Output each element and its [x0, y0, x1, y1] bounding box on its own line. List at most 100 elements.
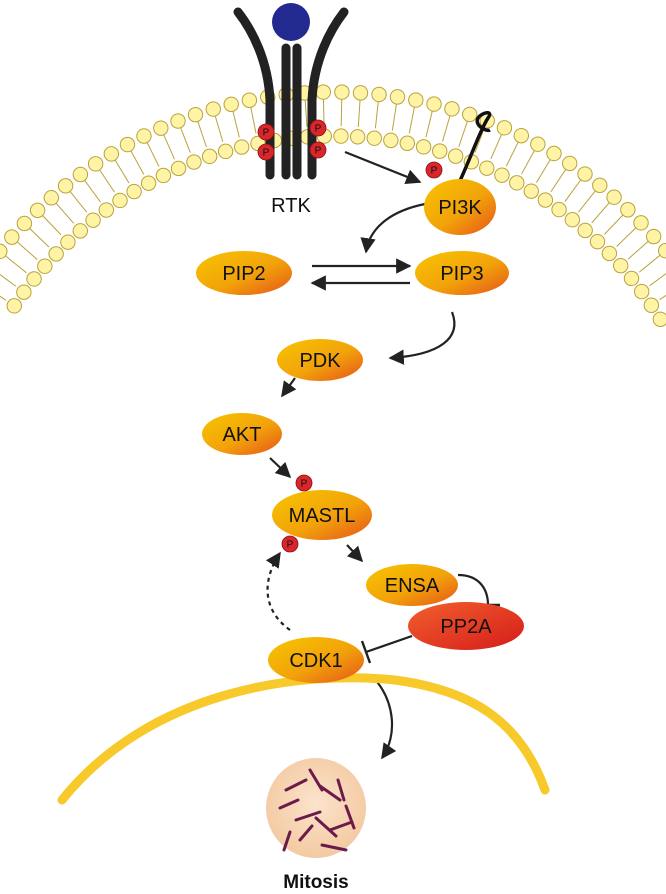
- lipid-tail: [0, 273, 5, 279]
- rtk-label: RTK: [271, 195, 311, 217]
- pp2a-node: PP2A: [408, 602, 524, 650]
- lipid-tail: [527, 149, 536, 163]
- lipid-tail: [54, 201, 65, 214]
- lipid-tail: [458, 133, 464, 147]
- lipid-head: [205, 101, 221, 117]
- lipid-head: [333, 128, 349, 144]
- lipid-head: [352, 85, 369, 101]
- lipid-head: [217, 143, 234, 160]
- lipid-head: [444, 101, 460, 117]
- pdk-shape: [277, 339, 363, 381]
- phospho-label: P: [287, 540, 294, 551]
- lipid-head: [623, 270, 640, 287]
- lipid-tail: [218, 128, 224, 142]
- lipid-head: [103, 146, 120, 162]
- lipid-tail: [425, 123, 430, 138]
- arrow-cdk1-mitosis: [371, 675, 397, 760]
- lipid-tail: [613, 213, 625, 225]
- lipid-head: [643, 297, 660, 313]
- lipid-tail: [591, 211, 602, 224]
- mastl-label: MASTL: [289, 505, 356, 527]
- lipid-tail: [179, 126, 186, 140]
- lipid-tail: [146, 141, 154, 155]
- lipid-tail: [64, 212, 75, 224]
- lipid-head: [37, 258, 53, 274]
- lipid-tail: [41, 214, 52, 226]
- chromosome: [294, 810, 322, 822]
- arrow-pip3-pdk: [388, 311, 456, 365]
- lipid-tail: [578, 200, 588, 213]
- lipid-tail: [521, 161, 529, 175]
- cell-membrane: [0, 84, 666, 327]
- phospho-group: P: [309, 119, 327, 137]
- lipid-tail: [408, 119, 413, 134]
- lipid-head: [29, 202, 46, 219]
- lipid-head: [155, 167, 172, 184]
- lipid-head: [546, 145, 562, 162]
- lipid-tail: [250, 106, 254, 120]
- lipid-tail: [114, 158, 123, 172]
- lipid-head: [494, 167, 510, 183]
- lipid-tail: [428, 109, 434, 124]
- lipid-tail: [445, 114, 451, 129]
- lipid-head: [170, 160, 187, 177]
- lipid-tail: [442, 127, 447, 142]
- lipid-tail: [659, 294, 666, 301]
- lipid-head: [136, 128, 152, 144]
- chromosome: [336, 778, 346, 802]
- chromosome: [308, 768, 324, 792]
- lipid-head: [366, 130, 382, 146]
- rtk-receptor: [233, 3, 349, 180]
- lipid-tail: [15, 240, 28, 251]
- lipid-tail: [98, 168, 108, 181]
- lipid-head: [187, 106, 204, 123]
- lipid-tail: [26, 249, 38, 260]
- lipid-head: [87, 156, 104, 172]
- lipid-head: [153, 120, 169, 136]
- lipid-tail: [649, 276, 662, 287]
- lipid-tail: [51, 224, 62, 236]
- lipid-head: [315, 84, 331, 100]
- pip3-label: PIP3: [440, 263, 483, 285]
- mastl-shape: [272, 490, 372, 540]
- ensa-shape: [366, 564, 458, 606]
- lipid-head: [551, 201, 567, 218]
- lipid-tail: [83, 179, 93, 191]
- pp2a-label: PP2A: [440, 616, 492, 638]
- lipid-head: [564, 212, 581, 228]
- lipid-head: [479, 160, 495, 176]
- chromosome: [278, 798, 300, 810]
- lipid-tail: [201, 133, 207, 148]
- phospho-label: P: [431, 166, 438, 177]
- lipid-head: [462, 106, 478, 123]
- pip2-shape: [196, 251, 292, 295]
- lipid-head: [426, 96, 442, 112]
- lipid-head: [523, 183, 539, 199]
- pdk-node: PDK: [277, 339, 363, 381]
- lipid-tail: [391, 116, 395, 131]
- phospho-label: P: [263, 128, 270, 139]
- lipid-head: [513, 127, 530, 144]
- lipid-tail: [616, 236, 627, 247]
- lipid-head: [126, 183, 142, 200]
- phospho-group: P: [257, 123, 275, 141]
- lipid-tail: [495, 133, 503, 147]
- lipid-head: [98, 202, 115, 218]
- lipid-tail: [196, 120, 203, 134]
- arrow-rtk-pi3k: [344, 150, 422, 185]
- lipid-tail: [38, 236, 50, 248]
- lipid-head: [577, 222, 593, 239]
- lipid-tail: [638, 240, 650, 251]
- lipid-tail: [91, 190, 101, 203]
- lipid-head: [4, 229, 20, 245]
- lipid-head: [432, 143, 448, 159]
- lipid-tail: [358, 98, 361, 113]
- lipid-head: [408, 92, 424, 108]
- pp2a-shape: [408, 602, 524, 650]
- lipid-head: [72, 223, 88, 239]
- chromosome: [298, 824, 314, 842]
- lipid-head: [562, 155, 578, 172]
- lipid-tail: [0, 295, 7, 301]
- lipid-tail: [374, 114, 378, 129]
- lipid-tail: [586, 189, 597, 202]
